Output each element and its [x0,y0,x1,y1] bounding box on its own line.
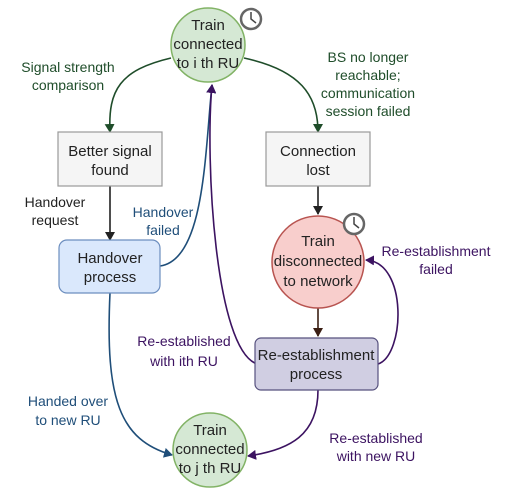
label-handed-over: Handed over to new RU [28,393,109,428]
svg-text:Train: Train [193,422,227,439]
svg-text:failed: failed [419,261,452,277]
edge-top-to-connection-lost [243,57,323,133]
svg-text:with ith RU: with ith RU [149,353,218,369]
svg-text:lost: lost [306,162,330,179]
svg-text:BS no longer: BS no longer [328,49,409,65]
edge-reestablished-new [247,389,319,460]
node-disconnected: Train disconnected to network [271,212,366,309]
node-better-signal: Better signal found [57,131,163,187]
svg-text:Train: Train [191,17,225,34]
edge-handover-failed [159,84,217,267]
svg-text:reachable;: reachable; [335,67,400,83]
svg-text:Better signal: Better signal [68,143,151,160]
svg-text:with new RU: with new RU [336,448,416,464]
svg-text:Handed over: Handed over [28,393,109,409]
label-signal-strength: Signal strength comparison [21,59,114,93]
node-handover-process: Handover process [58,239,161,294]
svg-text:Re-established: Re-established [329,430,422,446]
svg-text:Handover: Handover [133,204,194,220]
svg-text:Connection: Connection [280,143,356,160]
svg-text:failed: failed [146,222,179,238]
svg-text:communication: communication [321,85,415,101]
edge-reestablishment-failed [365,255,399,365]
edge-reestablished-ith [206,84,258,365]
label-reestablished-new: Re-established with new RU [329,430,422,464]
label-handover-failed: Handover failed [133,204,194,238]
svg-text:session failed: session failed [326,103,411,119]
node-bottom-train: Train connected to j th RU [172,412,248,488]
label-reestablished-ith: Re-established with ith RU [137,333,230,369]
label-bs-no-longer: BS no longer reachable; communication se… [321,49,415,119]
svg-text:connected: connected [175,441,244,458]
edge-handed-over [108,292,173,458]
svg-text:found: found [91,162,129,179]
svg-text:process: process [84,269,137,286]
svg-text:process: process [290,366,343,383]
svg-text:Train: Train [301,233,335,250]
label-reestablishment-failed: Re-establishment failed [382,243,491,277]
node-top-train: Train connected to i th RU [170,7,263,83]
svg-text:to network: to network [283,273,353,290]
clock-icon [239,7,263,31]
edge-top-to-better-signal [104,57,172,133]
label-handover-request: Handover request [25,194,86,228]
svg-text:Signal strength: Signal strength [21,59,114,75]
svg-text:Handover: Handover [25,194,86,210]
svg-text:disconnected: disconnected [274,253,362,270]
svg-text:request: request [32,212,79,228]
svg-text:to i th RU: to i th RU [177,55,240,72]
svg-text:to new RU: to new RU [35,412,100,428]
svg-text:Re-establishment: Re-establishment [258,347,376,364]
svg-text:Handover: Handover [77,250,142,267]
svg-text:Re-establishment: Re-establishment [382,243,491,259]
node-connection-lost: Connection lost [265,131,371,187]
svg-text:Re-established: Re-established [137,333,230,349]
svg-text:connected: connected [173,36,242,53]
clock-icon [342,212,366,236]
svg-text:to j th RU: to j th RU [179,460,242,477]
svg-text:comparison: comparison [32,77,104,93]
node-reestablishment: Re-establishment process [254,337,379,391]
